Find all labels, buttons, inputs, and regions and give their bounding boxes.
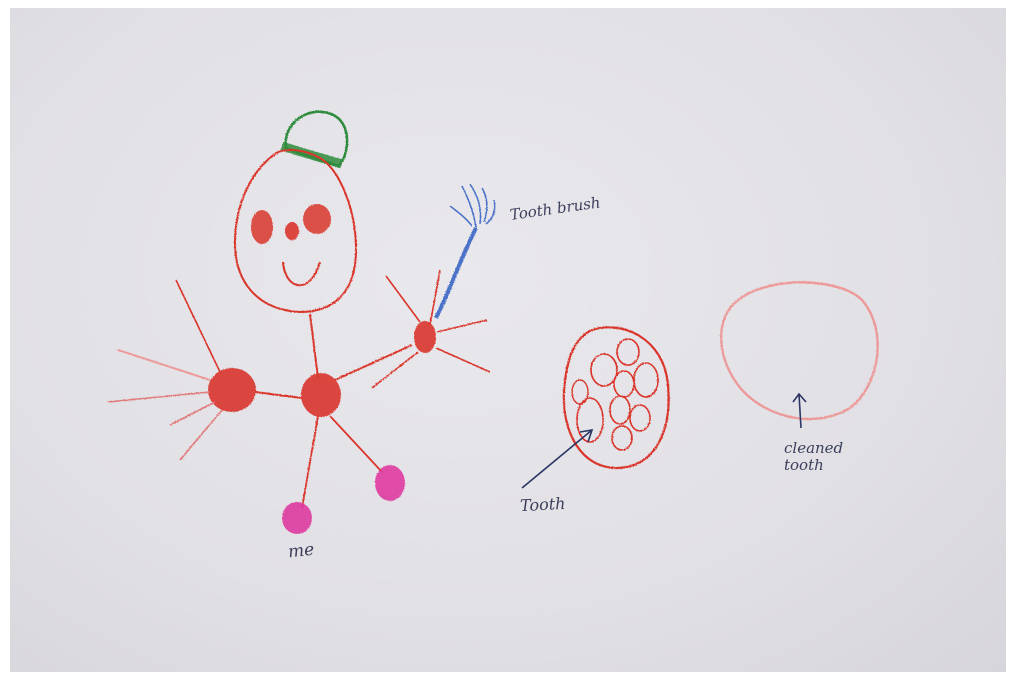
right-hand-icon <box>414 321 436 353</box>
stick-figure <box>108 112 490 534</box>
cleaned-tooth-label-line2: tooth <box>784 457 854 474</box>
cleaned-tooth-label: cleaned tooth <box>784 440 854 474</box>
me-label: me <box>287 540 315 563</box>
left-eye-icon <box>251 210 273 244</box>
arrow-icon <box>522 430 592 488</box>
right-foot-icon <box>375 465 405 501</box>
left-foot-icon <box>282 502 312 534</box>
mouth-icon <box>283 262 320 285</box>
tooth-icon <box>564 327 669 468</box>
left-hand-icon <box>208 368 256 412</box>
nose-icon <box>285 222 299 240</box>
tooth-label: Tooth <box>520 494 566 515</box>
arrow-up-icon <box>793 394 806 428</box>
right-eye-icon <box>303 204 331 234</box>
cleaned-tooth-label-line1: cleaned <box>784 440 854 457</box>
toothbrush-icon <box>436 184 495 318</box>
